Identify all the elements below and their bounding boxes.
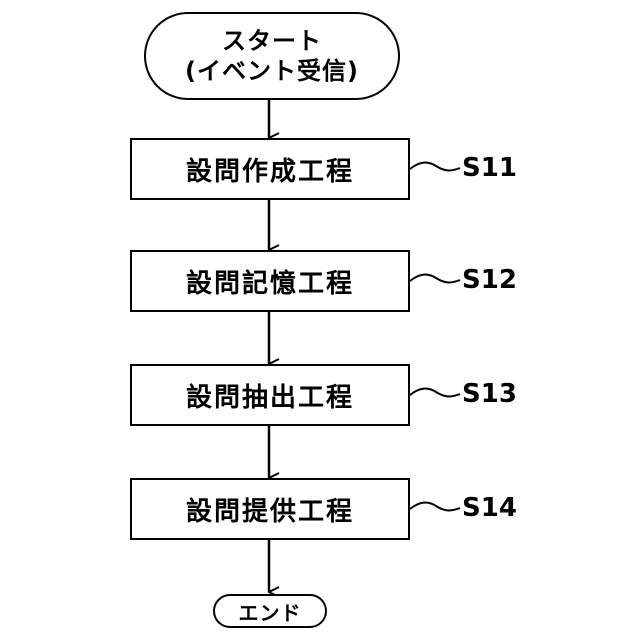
process-step-label: 設問作成工程 <box>186 151 354 188</box>
leader-line-s14 <box>410 503 460 511</box>
start-label: スタート <box>222 26 322 56</box>
process-step-s11: 設問作成工程 <box>130 138 410 200</box>
leader-line-s11 <box>410 163 460 171</box>
start-terminal: スタート (イベント受信) <box>144 12 400 100</box>
step-ref-s12: S12 <box>462 265 517 295</box>
step-ref-s14: S14 <box>462 493 517 523</box>
process-step-s12: 設問記憶工程 <box>130 250 410 312</box>
end-label: エンド <box>239 597 302 626</box>
end-terminal: エンド <box>213 594 327 628</box>
step-ref-s13: S13 <box>462 379 517 409</box>
leader-line-s12 <box>410 275 460 283</box>
step-ref-s11: S11 <box>462 153 517 183</box>
process-step-label: 設問提供工程 <box>186 491 354 528</box>
process-step-s13: 設問抽出工程 <box>130 364 410 426</box>
process-step-s14: 設問提供工程 <box>130 478 410 540</box>
leader-line-s13 <box>410 389 460 397</box>
process-step-label: 設問記憶工程 <box>186 263 354 300</box>
process-step-label: 設問抽出工程 <box>186 377 354 414</box>
start-sublabel: (イベント受信) <box>185 56 359 86</box>
